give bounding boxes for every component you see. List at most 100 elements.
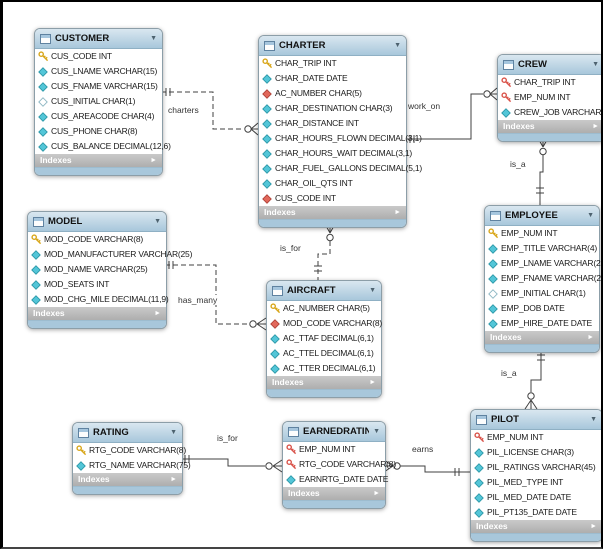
foreign-primary-key-icon	[286, 459, 299, 470]
indexes-bar[interactable]: Indexes ►	[283, 487, 385, 500]
field-row[interactable]: CUS_CODE INT	[259, 191, 406, 206]
field-row[interactable]: RTG_CODE VARCHAR(8)	[283, 457, 396, 472]
field-row[interactable]: EMP_NUM INT	[498, 90, 601, 105]
collapse-arrow-icon[interactable]: ▼	[373, 428, 380, 435]
expand-arrow-icon[interactable]: ►	[592, 123, 599, 130]
field-row[interactable]: CHAR_DESTINATION CHAR(3)	[259, 101, 406, 116]
indexes-bar[interactable]: Indexes ►	[471, 520, 601, 533]
connector-earns[interactable]	[383, 459, 470, 476]
field-row[interactable]: CHAR_DATE DATE	[259, 71, 406, 86]
field-row[interactable]: PIL_LICENSE CHAR(3)	[471, 445, 601, 460]
field-row[interactable]: RTG_NAME VARCHAR(75)	[73, 458, 191, 473]
field-row[interactable]: CUS_LNAME VARCHAR(15)	[35, 64, 162, 79]
connector-is-for-charter-aircraft[interactable]	[314, 223, 336, 280]
field-row[interactable]: AC_TTAF DECIMAL(6,1)	[267, 331, 381, 346]
field-row[interactable]: CUS_BALANCE DECIMAL(12,6)	[35, 139, 171, 154]
field-row[interactable]: CUS_PHONE CHAR(8)	[35, 124, 162, 139]
field-row[interactable]: EMP_FNAME VARCHAR(25)	[485, 271, 601, 286]
expand-arrow-icon[interactable]: ►	[150, 157, 157, 164]
connector-is-a-crew-employee[interactable]	[536, 137, 549, 205]
collapse-arrow-icon[interactable]: ▼	[170, 429, 177, 436]
field-row[interactable]: CUS_INITIAL CHAR(1)	[35, 94, 162, 109]
collapse-arrow-icon[interactable]: ▼	[592, 61, 599, 68]
field-row[interactable]: PIL_MED_DATE DATE	[471, 490, 601, 505]
indexes-bar[interactable]: Indexes ►	[485, 331, 599, 344]
field-row[interactable]: CUS_AREACODE CHAR(4)	[35, 109, 162, 124]
field-row[interactable]: CHAR_HOURS_FLOWN DECIMAL(3,1)	[259, 131, 422, 146]
table-rating[interactable]: RATING ▼ RTG_CODE VARCHAR(8)RTG_NAME VAR…	[72, 422, 191, 495]
connector-is-for-rating[interactable]	[181, 455, 283, 473]
collapse-arrow-icon[interactable]: ▼	[150, 35, 157, 42]
field-row[interactable]: EMP_LNAME VARCHAR(25)	[485, 256, 601, 271]
expand-arrow-icon[interactable]: ►	[373, 490, 380, 497]
field-row[interactable]: EMP_NUM INT	[283, 442, 385, 457]
field-row[interactable]: EMP_INITIAL CHAR(1)	[485, 286, 599, 301]
field-row[interactable]: EMP_NUM INT	[471, 430, 601, 445]
field-row[interactable]: MOD_MANUFACTURER VARCHAR(25)	[28, 247, 192, 262]
table-model[interactable]: MODEL ▼ MOD_CODE VARCHAR(8)MOD_MANUFACTU…	[27, 211, 192, 329]
expand-arrow-icon[interactable]: ►	[154, 310, 161, 317]
indexes-bar[interactable]: Indexes ►	[73, 473, 182, 486]
field-row[interactable]: MOD_NAME VARCHAR(25)	[28, 262, 166, 277]
table-header[interactable]: RATING ▼	[73, 423, 182, 443]
field-row[interactable]: RTG_CODE VARCHAR(8)	[73, 443, 186, 458]
expand-arrow-icon[interactable]: ►	[587, 334, 594, 341]
field-row[interactable]: EMP_TITLE VARCHAR(4)	[485, 241, 599, 256]
attribute-icon	[76, 460, 89, 471]
table-header[interactable]: CUSTOMER ▼	[35, 29, 162, 49]
field-row[interactable]: AC_TTEL DECIMAL(6,1)	[267, 346, 381, 361]
field-row[interactable]: AC_NUMBER CHAR(5)	[267, 301, 381, 316]
field-row[interactable]: CHAR_TRIP INT	[498, 75, 601, 90]
field-row[interactable]: AC_NUMBER CHAR(5)	[259, 86, 406, 101]
field-row[interactable]: MOD_SEATS INT	[28, 277, 166, 292]
collapse-arrow-icon[interactable]: ▼	[394, 42, 401, 49]
table-header[interactable]: MODEL ▼	[28, 212, 166, 232]
field-row[interactable]: PIL_RATINGS VARCHAR(45)	[471, 460, 601, 475]
table-header[interactable]: EARNEDRATING ▼	[283, 422, 385, 442]
field-row[interactable]: EMP_HIRE_DATE DATE	[485, 316, 599, 331]
field-row[interactable]: EARNRTG_DATE DATE	[283, 472, 388, 487]
field-row[interactable]: MOD_CHG_MILE DECIMAL(11,9)	[28, 292, 169, 307]
field-row[interactable]: CUS_CODE INT	[35, 49, 162, 64]
field-row[interactable]: CHAR_FUEL_GALLONS DECIMAL(5,1)	[259, 161, 422, 176]
table-header[interactable]: CREW ▼	[498, 55, 601, 75]
field-row[interactable]: CREW_JOB VARCHAR(15)	[498, 105, 601, 120]
field-row[interactable]: CHAR_DISTANCE INT	[259, 116, 406, 131]
field-row[interactable]: PIL_MED_TYPE INT	[471, 475, 601, 490]
collapse-arrow-icon[interactable]: ▼	[590, 416, 597, 423]
expand-arrow-icon[interactable]: ►	[369, 379, 376, 386]
field-row[interactable]: CUS_FNAME VARCHAR(15)	[35, 79, 162, 94]
connector-is-a-employee-pilot[interactable]	[524, 349, 545, 410]
collapse-arrow-icon[interactable]: ▼	[587, 212, 594, 219]
field-row[interactable]: EMP_NUM INT	[485, 226, 599, 241]
collapse-arrow-icon[interactable]: ▼	[154, 218, 161, 225]
expand-arrow-icon[interactable]: ►	[394, 209, 401, 216]
table-header[interactable]: EMPLOYEE ▼	[485, 206, 599, 226]
table-header[interactable]: AIRCRAFT ▼	[267, 281, 381, 301]
field-row[interactable]: CHAR_OIL_QTS INT	[259, 176, 406, 191]
field-row[interactable]: AC_TTER DECIMAL(6,1)	[267, 361, 381, 376]
field-row[interactable]: CHAR_TRIP INT	[259, 56, 406, 71]
table-aircraft[interactable]: AIRCRAFT ▼ AC_NUMBER CHAR(5)MOD_CODE VAR…	[266, 280, 382, 398]
expand-arrow-icon[interactable]: ►	[590, 523, 597, 530]
indexes-bar[interactable]: Indexes ►	[498, 120, 601, 133]
field-row[interactable]: PIL_PT135_DATE DATE	[471, 505, 601, 520]
indexes-bar[interactable]: Indexes ►	[259, 206, 406, 219]
table-header[interactable]: CHARTER ▼	[259, 36, 406, 56]
expand-arrow-icon[interactable]: ►	[170, 476, 177, 483]
field-row[interactable]: EMP_DOB DATE	[485, 301, 599, 316]
collapse-arrow-icon[interactable]: ▼	[369, 287, 376, 294]
indexes-bar[interactable]: Indexes ►	[28, 307, 166, 320]
indexes-bar[interactable]: Indexes ►	[267, 376, 381, 389]
field-row[interactable]: MOD_CODE VARCHAR(8)	[28, 232, 166, 247]
indexes-bar[interactable]: Indexes ►	[35, 154, 162, 167]
field-row[interactable]: CHAR_HOURS_WAIT DECIMAL(3,1)	[259, 146, 412, 161]
field-row[interactable]: MOD_CODE VARCHAR(8)	[267, 316, 382, 331]
table-header[interactable]: PILOT ▼	[471, 410, 601, 430]
